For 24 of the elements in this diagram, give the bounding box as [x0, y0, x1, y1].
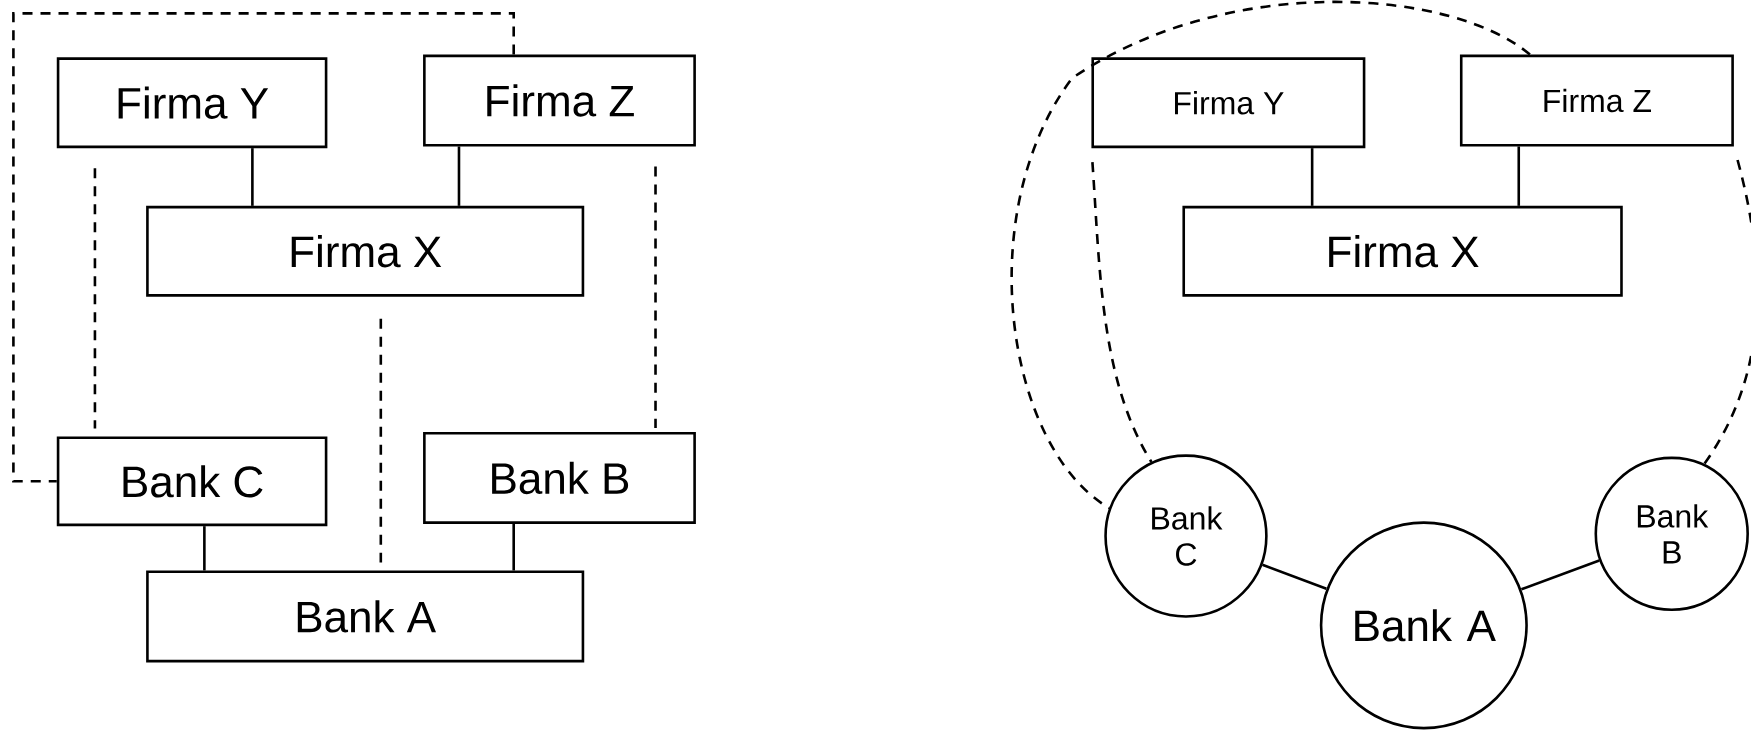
dashed-connector: [12, 11, 515, 483]
connector-line: [1517, 146, 1521, 206]
connector-line: [1262, 563, 1327, 590]
dashed-connector: [1091, 161, 1153, 463]
labeled-box: Firma Z: [423, 54, 696, 147]
dashed-connector: [654, 166, 657, 428]
labeled-box: Firma X: [146, 205, 585, 297]
connector-line: [1520, 559, 1600, 591]
labeled-box: Bank B: [423, 431, 696, 524]
connector-line: [251, 148, 254, 206]
connector-line: [457, 146, 461, 206]
dashed-connector: [93, 168, 97, 429]
dashed-connector: [1010, 0, 1531, 509]
labeled-box: Firma Y: [56, 57, 328, 148]
labeled-box: Bank A: [146, 570, 585, 663]
labeled-box: Bank C: [56, 436, 328, 526]
connector-line: [1310, 148, 1314, 206]
dashed-connector: [1703, 159, 1751, 465]
dashed-connector: [379, 318, 383, 563]
labeled-box: Firma X: [1182, 205, 1623, 297]
labeled-box: Firma Z: [1459, 54, 1734, 147]
connector-line: [203, 526, 206, 571]
connector-line: [512, 523, 515, 571]
labeled-box: Firma Y: [1091, 57, 1366, 148]
